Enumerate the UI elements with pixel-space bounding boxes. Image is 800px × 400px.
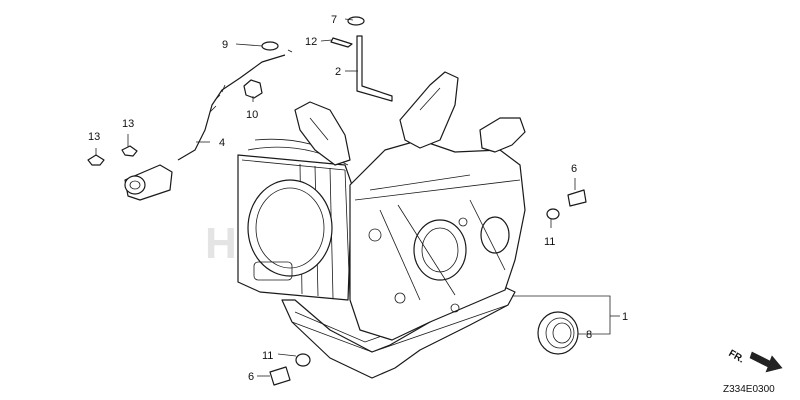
front-direction-indicator: FR.	[727, 348, 783, 373]
front-label: FR.	[727, 348, 747, 366]
callout-11-right: 11	[544, 236, 555, 248]
callout-8: 8	[586, 329, 592, 341]
callout-9: 9	[222, 39, 228, 51]
washer	[295, 353, 311, 367]
pin	[330, 37, 353, 48]
bolt	[121, 145, 138, 157]
governor-arm	[356, 35, 393, 102]
washer	[347, 16, 365, 26]
bolt	[269, 366, 291, 386]
callout-4: 4	[219, 137, 225, 149]
bolt	[87, 154, 105, 166]
washer	[546, 208, 560, 220]
o-ring	[261, 41, 279, 51]
diagram-code: Z334E0300	[723, 384, 775, 395]
gauge-pipe	[124, 49, 293, 201]
cylinder-block	[237, 71, 526, 379]
callout-1: 1	[622, 311, 628, 323]
oil-seal	[537, 311, 579, 355]
callout-13-right: 13	[122, 118, 134, 130]
callout-7: 7	[331, 14, 337, 26]
leader-lines	[95, 18, 620, 377]
callout-11-bottom: 11	[262, 350, 273, 362]
callout-12: 12	[305, 36, 317, 48]
callout-6-bottom: 6	[248, 371, 254, 383]
callout-10: 10	[246, 109, 258, 121]
front-arrow-icon	[749, 351, 783, 373]
bolt	[567, 189, 587, 207]
callout-6-right: 6	[571, 163, 577, 175]
callout-13-left: 13	[88, 131, 100, 143]
callout-2: 2	[335, 66, 341, 78]
nut	[243, 79, 263, 99]
